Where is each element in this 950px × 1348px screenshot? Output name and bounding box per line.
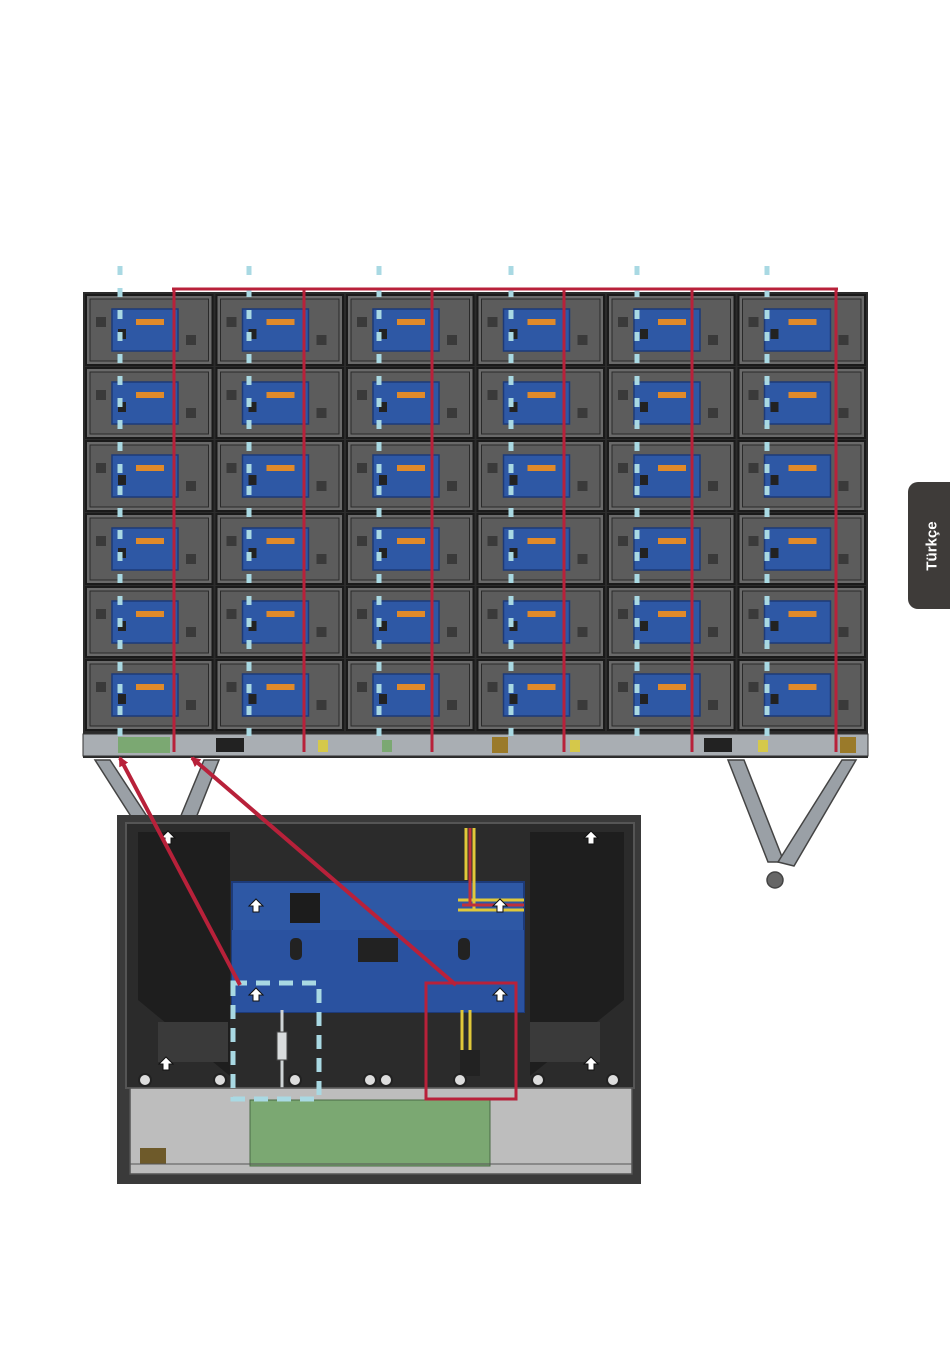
led-module — [478, 368, 605, 438]
led-module — [608, 514, 735, 584]
led-module — [86, 368, 213, 438]
led-module — [347, 368, 474, 438]
screw — [214, 1074, 226, 1086]
connector — [216, 738, 244, 752]
led-module — [347, 295, 474, 365]
led-module — [217, 368, 344, 438]
led-module — [739, 514, 866, 584]
led-module — [347, 441, 474, 511]
language-tab-label: Türkçe — [924, 521, 941, 570]
led-module — [347, 587, 474, 657]
led-module — [739, 660, 866, 730]
connector — [318, 740, 328, 752]
connector — [382, 740, 392, 752]
screw — [364, 1074, 376, 1086]
led-module — [739, 368, 866, 438]
led-module — [217, 441, 344, 511]
led-module — [347, 660, 474, 730]
connector — [840, 737, 856, 753]
connector — [758, 740, 768, 752]
led-module — [739, 587, 866, 657]
bottom-rail — [83, 734, 868, 756]
screw — [380, 1074, 392, 1086]
connector — [704, 738, 732, 752]
language-tab[interactable]: Türkçe — [908, 482, 950, 609]
connector — [570, 740, 580, 752]
led-module — [478, 660, 605, 730]
detail-inset — [117, 815, 641, 1184]
screw — [607, 1074, 619, 1086]
led-module — [608, 368, 735, 438]
led-module — [608, 660, 735, 730]
led-module — [739, 441, 866, 511]
led-module — [86, 514, 213, 584]
led-module — [478, 514, 605, 584]
led-module — [217, 587, 344, 657]
led-module — [86, 587, 213, 657]
led-module — [86, 295, 213, 365]
led-module — [608, 441, 735, 511]
led-module — [217, 295, 344, 365]
led-module — [478, 441, 605, 511]
connector — [492, 737, 508, 753]
led-module — [86, 660, 213, 730]
led-module — [478, 295, 605, 365]
pcb-board — [118, 737, 170, 753]
led-module — [347, 514, 474, 584]
led-module — [608, 587, 735, 657]
led-module — [478, 587, 605, 657]
led-module — [217, 660, 344, 730]
screw — [139, 1074, 151, 1086]
led-module — [608, 295, 735, 365]
led-module — [739, 295, 866, 365]
screw — [454, 1074, 466, 1086]
led-module — [217, 514, 344, 584]
screw — [532, 1074, 544, 1086]
led-module — [86, 441, 213, 511]
screw — [289, 1074, 301, 1086]
